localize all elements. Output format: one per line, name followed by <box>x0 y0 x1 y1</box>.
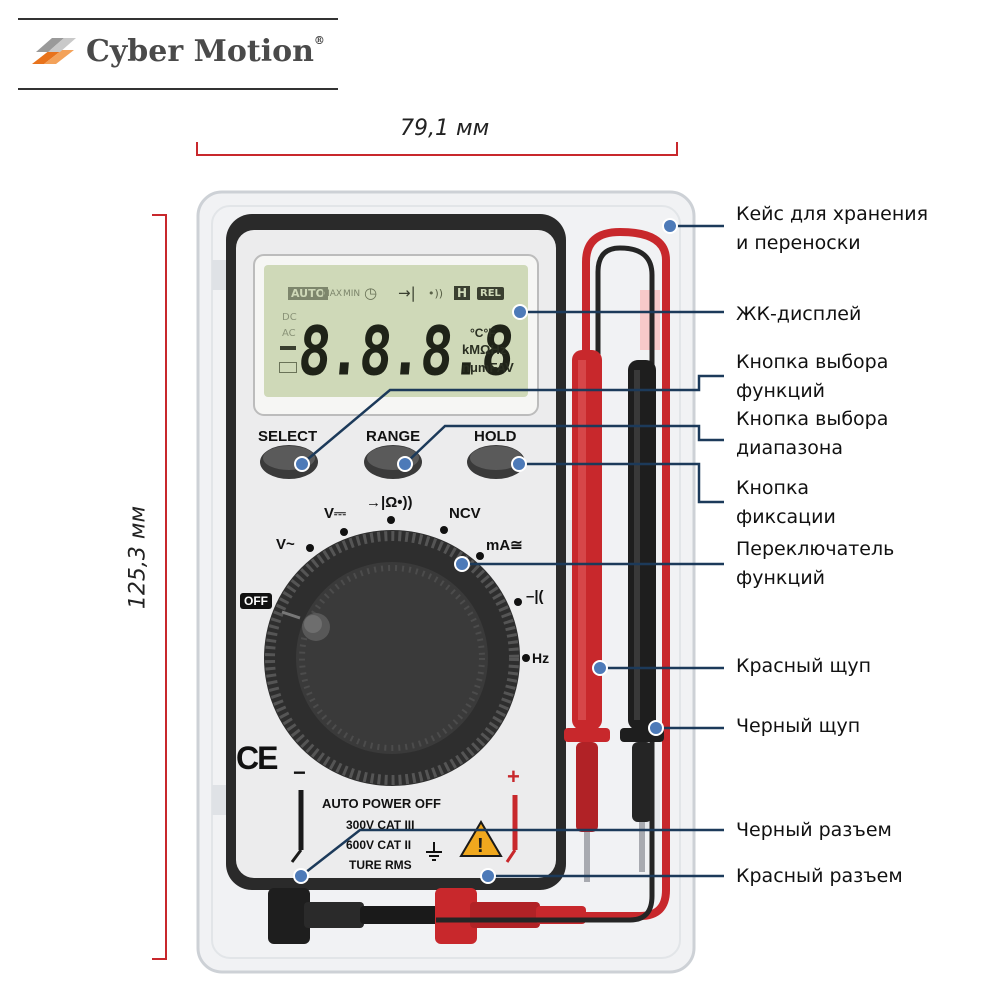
rotary-dial <box>264 530 520 786</box>
warning-triangle-icon <box>459 820 503 857</box>
select-button[interactable] <box>260 445 318 479</box>
leader-hold <box>519 462 724 504</box>
brand-logo-icon <box>32 38 76 64</box>
leader-select <box>301 374 724 465</box>
hold-button[interactable] <box>467 445 525 479</box>
svg-text:!: ! <box>477 835 484 857</box>
lcd-min: MIN <box>343 289 361 299</box>
callout-lcd: ЖК-дисплей <box>736 303 862 325</box>
select-button-label: SELECT <box>258 428 318 445</box>
black-probe <box>620 360 664 872</box>
black-wire <box>436 245 655 923</box>
brand-name: Cyber Motion® <box>86 34 325 69</box>
lcd-max: MAX <box>322 289 343 299</box>
red-wire <box>582 227 670 920</box>
red-probe <box>564 350 610 882</box>
panel-line-3: 600V CAT II <box>346 838 412 852</box>
red-jack-plus: + <box>507 764 520 789</box>
callout-black-probe: Черный щуп <box>736 715 861 737</box>
width-dimension-line <box>196 154 678 156</box>
black-jack-minus: − <box>293 760 306 785</box>
lcd-units-1: kMΩHz <box>462 342 507 357</box>
range-button[interactable] <box>364 445 422 479</box>
hold-button-label: HOLD <box>474 428 517 445</box>
callout-red-jack: Красный разъем <box>736 865 903 887</box>
dial-label-diode-ohm: →|Ω•)) <box>366 494 413 511</box>
width-tick-right <box>676 142 678 156</box>
width-tick-left <box>196 142 198 156</box>
width-dimension-label: 79,1 мм <box>400 116 490 141</box>
panel-line-2: 300V CAT III <box>346 818 415 832</box>
lcd-units-2: nμmFAV <box>462 360 514 375</box>
height-dimension-line <box>165 214 167 960</box>
lcd-minus <box>280 346 296 350</box>
logo-divider-top <box>18 18 338 20</box>
dial-label-v-dc: V⎓ <box>324 505 346 522</box>
ce-mark: CE <box>236 740 278 776</box>
dial-label-ma: mA≅ <box>486 537 523 554</box>
height-tick-bottom <box>152 958 167 960</box>
lcd-rel-badge: REL <box>477 287 504 300</box>
lcd-auto-off-icon: ◷ <box>364 284 378 302</box>
black-plug <box>268 888 440 944</box>
range-button-label: RANGE <box>366 428 421 445</box>
lcd-hold-badge: H <box>454 286 471 300</box>
dial-label-hz: Hz <box>532 650 550 666</box>
callout-red-probe: Красный щуп <box>736 655 872 677</box>
logo-divider-bottom <box>18 88 338 90</box>
dial-label-off: OFF <box>240 593 272 609</box>
lcd-battery-icon <box>279 362 297 373</box>
dial-label-ncv: NCV <box>449 505 481 522</box>
panel-line-1: AUTO POWER OFF <box>322 796 441 811</box>
brand-logo: Cyber Motion® <box>18 22 338 90</box>
leader-range <box>404 424 724 465</box>
lcd-diode-icon: →| <box>398 284 416 302</box>
function-switch[interactable] <box>264 530 520 786</box>
height-tick-top <box>152 214 167 216</box>
panel-line-4: TURE RMS <box>349 858 412 872</box>
lcd-auto-badge: AUTO <box>288 287 328 300</box>
callout-black-jack: Черный разъем <box>736 819 892 841</box>
dial-label-capacitance: –|( <box>526 588 544 605</box>
lcd-temp-units: °C°F <box>470 326 496 340</box>
lcd-buzzer-icon: •)) <box>428 287 444 300</box>
lcd-dc: DC <box>282 312 297 323</box>
lcd-ac: AC <box>282 328 296 339</box>
leader-black-jack <box>300 828 724 877</box>
dial-label-v-ac: V~ <box>276 536 295 553</box>
